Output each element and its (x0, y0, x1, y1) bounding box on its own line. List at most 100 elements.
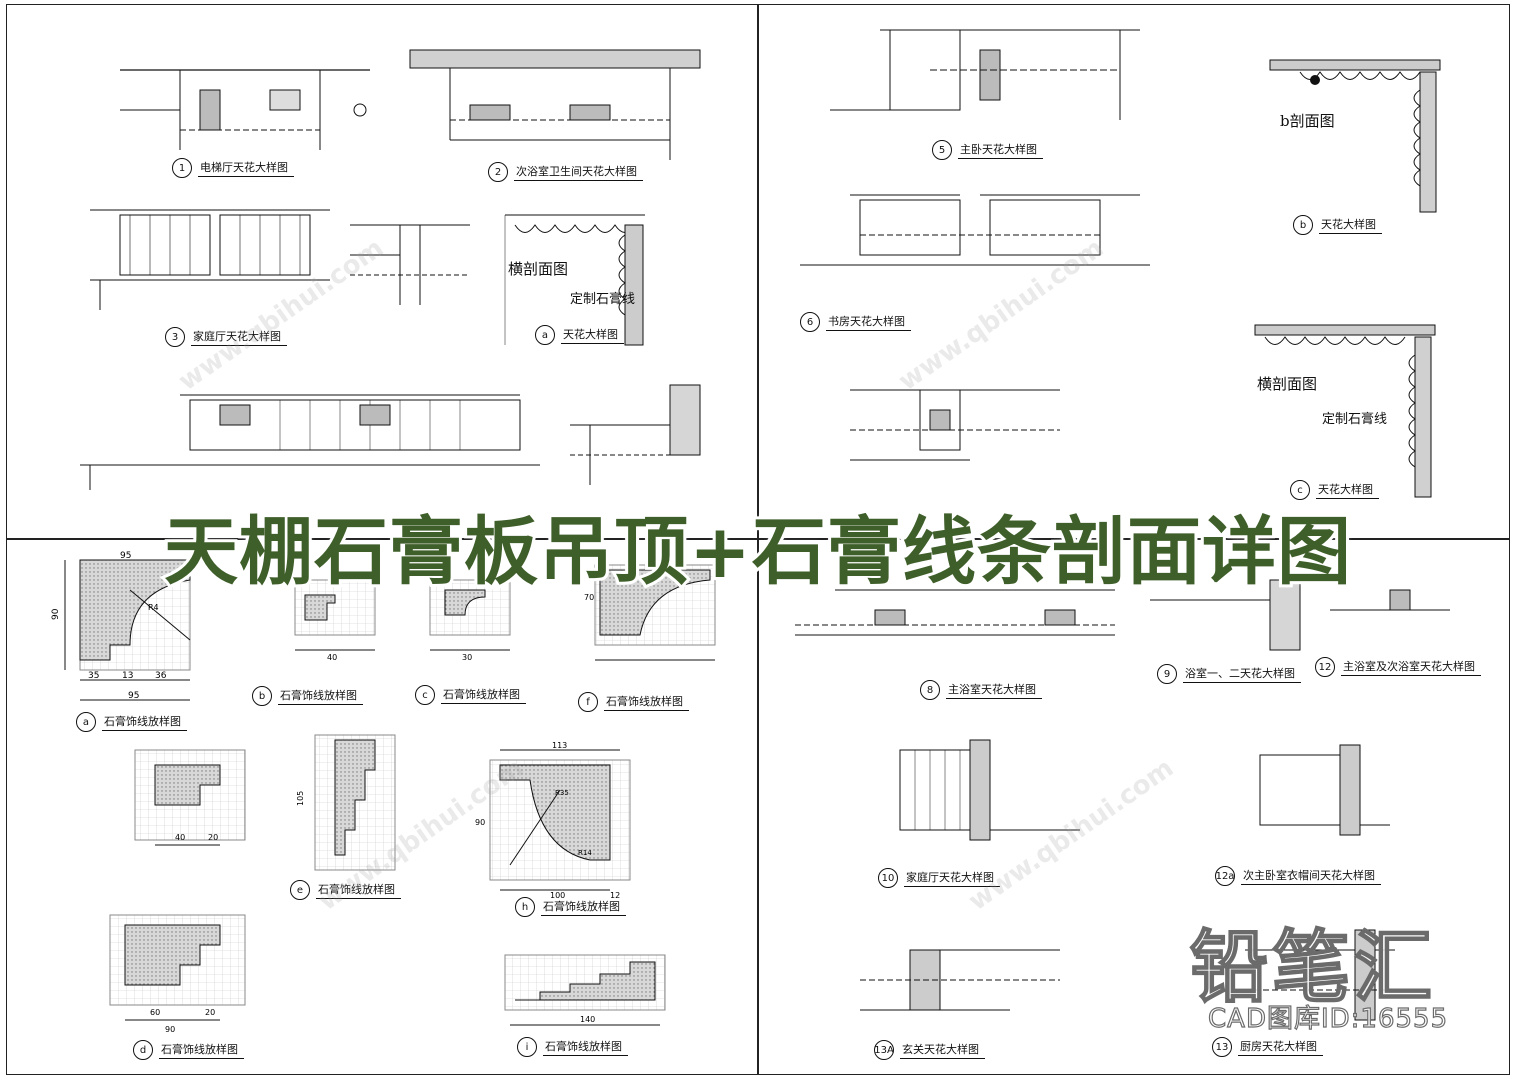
molding-profile-b: 40 (285, 575, 385, 665)
detail-title: 石膏饰线放样图 (543, 1038, 628, 1056)
detail-number: i (517, 1037, 537, 1057)
detail-caption: 9 浴室一、二天花大样图 (1157, 664, 1301, 684)
dim-h-b2: 12 (610, 891, 620, 900)
ceiling-detail-drawing (90, 200, 340, 320)
dim-g2: 20 (208, 833, 218, 842)
detail-title: 石膏饰线放样图 (541, 898, 626, 916)
detail-caption: 2 次浴室卫生间天花大样图 (488, 162, 643, 182)
crown-molding-section (504, 205, 675, 350)
detail-number: 12 (1315, 657, 1335, 677)
custom-gypsum-label: 定制石膏线 (1322, 412, 1388, 427)
dim-b3: 36 (155, 671, 167, 681)
dim-h-top: 113 (552, 741, 567, 750)
custom-gypsum-label: 定制石膏线 (570, 292, 636, 307)
detail-caption: a 石膏饰线放样图 (76, 712, 187, 732)
ceiling-detail-svg (120, 69, 370, 150)
molding-profile-c: 30 (420, 575, 520, 665)
quadrant-bottom-right (758, 539, 1510, 1075)
ceiling-detail-drawing (795, 580, 1125, 675)
detail-caption: a 天花大样图 (535, 325, 624, 345)
molding-profile-d: 60 20 90 (70, 910, 250, 1035)
molding-profile-svg: 40 (294, 579, 376, 662)
ceiling-detail-svg (409, 49, 701, 160)
detail-number: e (290, 880, 310, 900)
detail-number: 13A (874, 1040, 894, 1060)
detail-title: 石膏饰线放样图 (278, 687, 363, 705)
ceiling-detail-drawing (80, 385, 550, 495)
detail-title: 石膏饰线放样图 (604, 693, 689, 711)
dim-i: 140 (580, 1015, 595, 1024)
detail-title: 天花大样图 (1319, 216, 1382, 234)
detail-number: 3 (165, 327, 185, 347)
detail-title: 主浴室天花大样图 (946, 681, 1042, 699)
ceiling-detail-svg (1245, 929, 1395, 1021)
cross-section-label: 横剖面图 (1257, 375, 1318, 393)
detail-caption: 5 主卧天花大样图 (932, 140, 1043, 160)
ceiling-detail-svg (860, 949, 1060, 1011)
detail-title: 次主卧室衣帽间天花大样图 (1241, 867, 1381, 885)
dim-d3: 90 (165, 1025, 175, 1034)
detail-title: 次浴室卫生间天花大样图 (514, 163, 643, 181)
detail-number: 9 (1157, 664, 1177, 684)
detail-caption: 8 主浴室天花大样图 (920, 680, 1042, 700)
detail-title: 厨房天花大样图 (1238, 1038, 1323, 1056)
ceiling-detail-drawing (570, 384, 720, 495)
detail-caption: f 石膏饰线放样图 (578, 692, 689, 712)
quadrant-bottom-left (6, 539, 758, 1075)
ceiling-detail-svg (795, 589, 1115, 636)
crown-molding-section (1269, 59, 1450, 220)
detail-caption: e 石膏饰线放样图 (290, 880, 401, 900)
detail-caption: b 石膏饰线放样图 (252, 686, 363, 706)
detail-title: 主卧天花大样图 (958, 141, 1043, 159)
molding-profile-svg: 40 20 (134, 749, 246, 846)
detail-number: c (415, 685, 435, 705)
dim-h-side: 90 (475, 818, 485, 827)
logo-watermark: 铅笔汇 (1189, 922, 1437, 1014)
detail-caption: d 石膏饰线放样图 (133, 1040, 244, 1060)
detail-title: 书房天花大样图 (826, 313, 911, 331)
detail-caption: c 天花大样图 (1290, 480, 1379, 500)
molding-profile-svg: 113 100 12 90 R35 R14 (475, 741, 631, 900)
ceiling-detail-svg (899, 739, 1080, 841)
detail-number: 2 (488, 162, 508, 182)
ceiling-detail-drawing (860, 739, 1090, 865)
molding-profile-svg: 70 (584, 564, 716, 661)
detail-caption: 12a 次主卧室衣帽间天花大样图 (1215, 866, 1381, 886)
dim-e: 105 (296, 791, 305, 806)
dim-b1: 35 (88, 671, 99, 681)
dim-side: 90 (51, 608, 61, 620)
ceiling-detail-drawing (850, 370, 1070, 480)
dim-d2: 20 (205, 1008, 215, 1017)
dim-h-r2: R14 (578, 849, 592, 857)
crown-molding-section (1254, 324, 1445, 500)
detail-title: 主浴室及次浴室天花大样图 (1341, 658, 1481, 676)
detail-number: 10 (878, 868, 898, 888)
detail-caption: b 天花大样图 (1293, 215, 1382, 235)
detail-number: d (133, 1040, 153, 1060)
crown-molding-svg (504, 214, 645, 346)
ceiling-detail-drawing (830, 10, 1160, 135)
ceiling-detail-drawing (1225, 929, 1405, 1035)
banner: 天棚石膏板吊顶+石膏线条剖面详图 (0, 500, 1516, 598)
ceiling-detail-drawing (409, 49, 710, 165)
detail-title: 石膏饰线放样图 (441, 686, 526, 704)
detail-number: 5 (932, 140, 952, 160)
molding-profile-i: 140 (480, 950, 680, 1040)
detail-number: c (1290, 480, 1310, 500)
crown-molding-svg (1254, 324, 1436, 498)
detail-caption: 13 厨房天花大样图 (1212, 1037, 1323, 1057)
detail-caption: 13A 玄关天花大样图 (874, 1040, 985, 1060)
detail-title: 家庭厅天花大样图 (191, 328, 287, 346)
b-section-label: b剖面图 (1280, 112, 1335, 130)
detail-number: a (76, 712, 96, 732)
detail-title: 石膏饰线放样图 (316, 881, 401, 899)
detail-title: 家庭厅天花大样图 (904, 869, 1000, 887)
detail-title: 玄关天花大样图 (900, 1041, 985, 1059)
dim-total: 95 (128, 691, 139, 701)
ceiling-detail-svg (1259, 744, 1390, 836)
detail-title: 天花大样图 (561, 326, 624, 344)
ceiling-detail-svg (850, 389, 1060, 461)
dim-g1: 40 (175, 833, 185, 842)
detail-caption: 1 电梯厅天花大样图 (172, 158, 294, 178)
detail-number: b (252, 686, 272, 706)
